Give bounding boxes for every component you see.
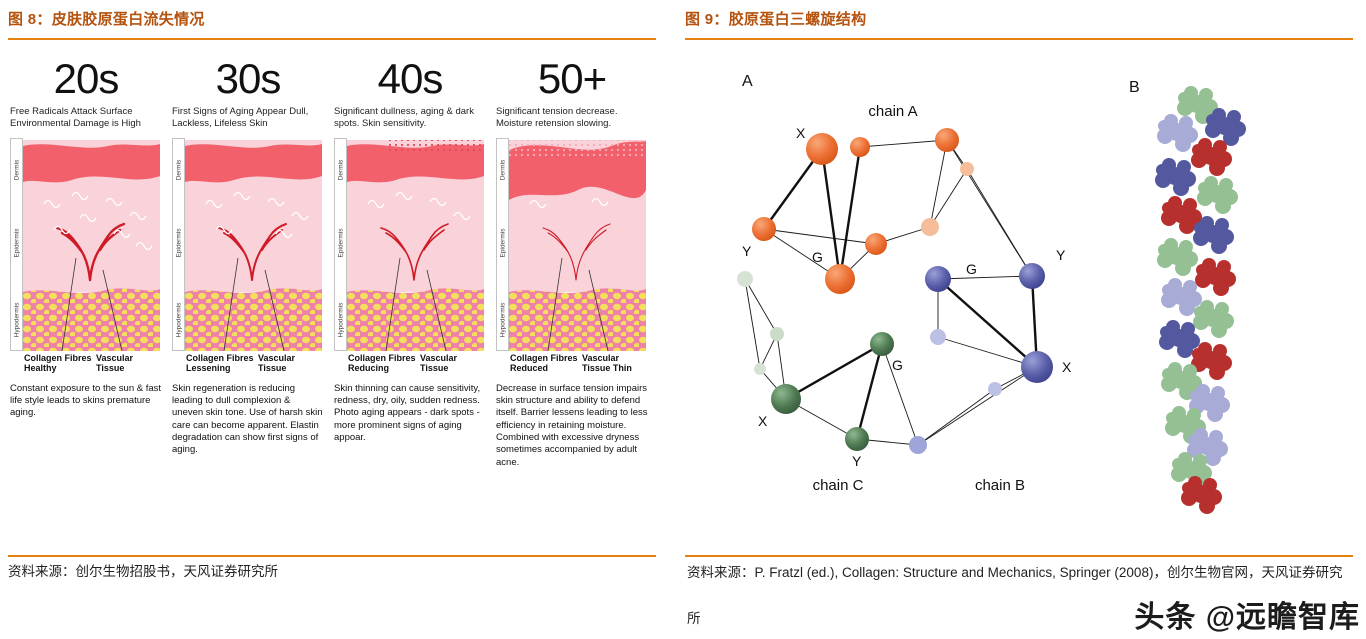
panel-a-label: A (742, 73, 753, 90)
vascular-tissue-graphic (218, 223, 287, 281)
residue-label: Y (852, 453, 862, 469)
collagen-chain-network-diagram: A chain A (737, 73, 1072, 494)
stage-description: Decrease in surface tension impairs skin… (496, 382, 648, 468)
collagen-fibres-graphic (205, 191, 309, 239)
skin-cross-section-illustration: Dermis Epidermis Hypodermis (172, 138, 322, 351)
stage-headline: First Signs of Aging Appear Dull, Lackle… (172, 106, 309, 129)
chain-a-caption: chain A (868, 103, 917, 120)
stage-headline: Free Radicals Attack Surface Environment… (10, 106, 141, 129)
figure9-title: 图 9：胶原蛋白三螺旋结构 (685, 11, 867, 28)
stage-description: Skin regeneration is reducing leading to… (172, 382, 323, 456)
collagen-label: Collagen Fibres Healthy (24, 353, 92, 374)
skin-cross-section-illustration: Dermis Epidermis Hypodermis (10, 138, 160, 351)
stage-40s: 40s Significant dullness, aging & dark s… (332, 52, 494, 469)
pointer-labels: Collagen Fibres Lessening Vascular Tissu… (172, 353, 324, 374)
chain-b-caption: chain B (975, 477, 1025, 494)
age-label: 30s (215, 55, 282, 102)
residue-label: X (758, 413, 768, 429)
vascular-label: Vascular Tissue Thin (582, 353, 632, 374)
layer-label-dermis: Dermis (14, 159, 21, 180)
residue-label: Y (1056, 247, 1066, 263)
collagen-label: Collagen Fibres Reducing (348, 353, 416, 374)
fat-cells-graphic (347, 288, 484, 351)
figure9-source: 资料来源：P. Fratzl (ed.), Collagen: Structur… (687, 565, 1343, 626)
triple-helix-space-filling-model: B (1129, 79, 1246, 514)
divider (685, 555, 1353, 557)
vascular-label: Vascular Tissue (258, 353, 296, 374)
aging-stages-row: 20s Free Radicals Attack Surface Environ… (8, 52, 660, 469)
layer-label-dermis: Dermis (500, 159, 507, 180)
age-label: 40s (377, 55, 444, 102)
collagen-fibres-graphic (367, 191, 471, 221)
residue-label: G (812, 249, 823, 265)
layer-label-dermis: Dermis (338, 159, 345, 180)
layer-label-hypodermis: Hypodermis (14, 302, 21, 337)
stage-20s: 20s Free Radicals Attack Surface Environ… (8, 52, 170, 469)
figure8-source: 资料来源：创尔生物招股书，天风证券研究所 (8, 564, 278, 579)
fat-cells-graphic (185, 288, 322, 351)
chain-c-atoms (737, 271, 894, 451)
layer-label-hypodermis: Hypodermis (500, 302, 507, 337)
layer-label-hypodermis: Hypodermis (338, 302, 345, 337)
figure8-title: 图 8：皮肤胶原蛋白流失情况 (8, 11, 205, 28)
residue-label: G (966, 261, 977, 277)
skin-cross-section-illustration: Dermis Epidermis Hypodermis (334, 138, 484, 351)
layer-label-epidermis: Epidermis (176, 228, 183, 258)
residue-label: X (796, 125, 806, 141)
toutiao-watermark: 头条 @远瞻智库 (1128, 592, 1360, 636)
fat-cells-graphic (23, 288, 160, 351)
divider (8, 38, 656, 40)
layer-label-epidermis: Epidermis (500, 228, 507, 258)
bond-lines-thin (744, 139, 1038, 446)
residue-label: Y (742, 243, 752, 259)
collagen-fibres-graphic (529, 197, 609, 209)
age-label: 20s (53, 55, 120, 102)
fat-cells-graphic (509, 288, 646, 351)
stage-30s: 30s First Signs of Aging Appear Dull, La… (170, 52, 332, 469)
chain-c-caption: chain C (813, 477, 864, 494)
collagen-label: Collagen Fibres Lessening (186, 353, 254, 374)
figure9-section: 图 9：胶原蛋白三螺旋结构 A chain A (685, 0, 1357, 639)
stage-headline: Significant tension decrease. Moisture r… (496, 106, 618, 129)
panel-b-label: B (1129, 79, 1140, 96)
vascular-tissue-graphic (380, 223, 449, 281)
residue-label: G (892, 357, 903, 373)
vascular-tissue-graphic (542, 223, 611, 281)
vascular-tissue-graphic (55, 222, 126, 282)
layer-label-hypodermis: Hypodermis (176, 302, 183, 337)
pointer-labels: Collagen Fibres Reduced Vascular Tissue … (496, 353, 648, 374)
vascular-label: Vascular Tissue (420, 353, 458, 374)
collagen-label: Collagen Fibres Reduced (510, 353, 578, 374)
stage-50plus: 50+ Significant tension decrease. Moistu… (494, 52, 656, 469)
figure8-section: 图 8：皮肤胶原蛋白流失情况 20s Free Radicals Attack … (0, 0, 660, 639)
layer-label-epidermis: Epidermis (338, 228, 345, 258)
chain-b-atoms (909, 263, 1053, 454)
layer-label-epidermis: Epidermis (14, 228, 21, 258)
skin-cross-section-illustration: Dermis Epidermis Hypodermis (496, 138, 646, 351)
helix-sphere-clusters (1155, 86, 1246, 514)
stage-headline: Significant dullness, aging & dark spots… (334, 106, 474, 129)
pointer-labels: Collagen Fibres Healthy Vascular Tissue (10, 353, 162, 374)
layer-label-dermis: Dermis (176, 159, 183, 180)
age-label: 50+ (537, 55, 607, 102)
stage-description: Skin thinning can cause sensitivity, red… (334, 382, 481, 444)
pointer-labels: Collagen Fibres Reducing Vascular Tissue (334, 353, 486, 374)
stage-description: Constant exposure to the sun & fast life… (10, 382, 162, 419)
divider (685, 38, 1353, 40)
divider (8, 555, 656, 557)
chain-a-atoms (752, 128, 974, 294)
vascular-label: Vascular Tissue (96, 353, 134, 374)
collagen-fibres-graphic (43, 191, 153, 251)
residue-label: X (1062, 359, 1072, 375)
